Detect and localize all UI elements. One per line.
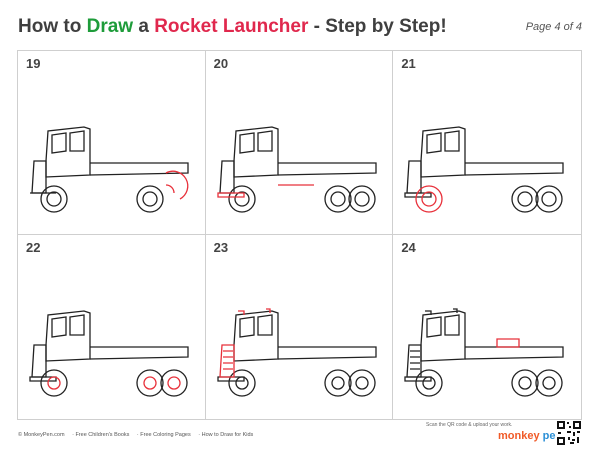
scan-instructions: Scan the QR code & upload your work. xyxy=(426,422,513,428)
footer-link-how-to-draw[interactable]: · How to Draw for Kids xyxy=(198,432,254,438)
step-panel-19: 19 xyxy=(18,51,206,235)
step-number: 20 xyxy=(213,56,229,71)
truck-drawing xyxy=(29,310,189,397)
step-number: 22 xyxy=(26,240,41,255)
page-number: Page 4 of 4 xyxy=(525,21,582,33)
step-number: 21 xyxy=(401,56,416,71)
page-title: How to Draw a Rocket Launcher - Step by … xyxy=(18,16,447,37)
footer-link-coloring[interactable]: · Free Coloring Pages xyxy=(136,432,191,438)
truck-drawing xyxy=(217,126,377,213)
step-number: 24 xyxy=(401,240,416,255)
title-rocket-launcher: Rocket Launcher xyxy=(154,16,309,37)
step-number: 23 xyxy=(213,240,229,255)
footer-copyright[interactable]: © MonkeyPen.com xyxy=(18,432,65,438)
truck-drawing xyxy=(30,126,189,213)
step-number: 19 xyxy=(26,56,41,71)
steps-grid: 19 20 xyxy=(17,50,582,420)
monkey-pen-logo: monkey pen xyxy=(498,430,563,442)
truck-drawing xyxy=(404,126,564,213)
step-panel-23: 23 xyxy=(206,235,394,419)
truck-drawing xyxy=(404,308,564,397)
step-panel-21: 21 xyxy=(393,51,581,235)
step-panel-20: 20 xyxy=(205,51,394,235)
step-panel-22: 22 xyxy=(18,235,206,419)
title-draw-word: Draw xyxy=(86,16,134,37)
page-header: How to Draw a Rocket Launcher - Step by … xyxy=(18,16,582,42)
footer-links: © MonkeyPen.com · Free Children's Books … xyxy=(18,432,259,438)
qr-code-icon[interactable] xyxy=(556,420,582,446)
step-panel-24: 24 xyxy=(393,235,581,419)
footer-link-books[interactable]: · Free Children's Books xyxy=(72,432,130,438)
truck-drawing xyxy=(217,308,377,397)
